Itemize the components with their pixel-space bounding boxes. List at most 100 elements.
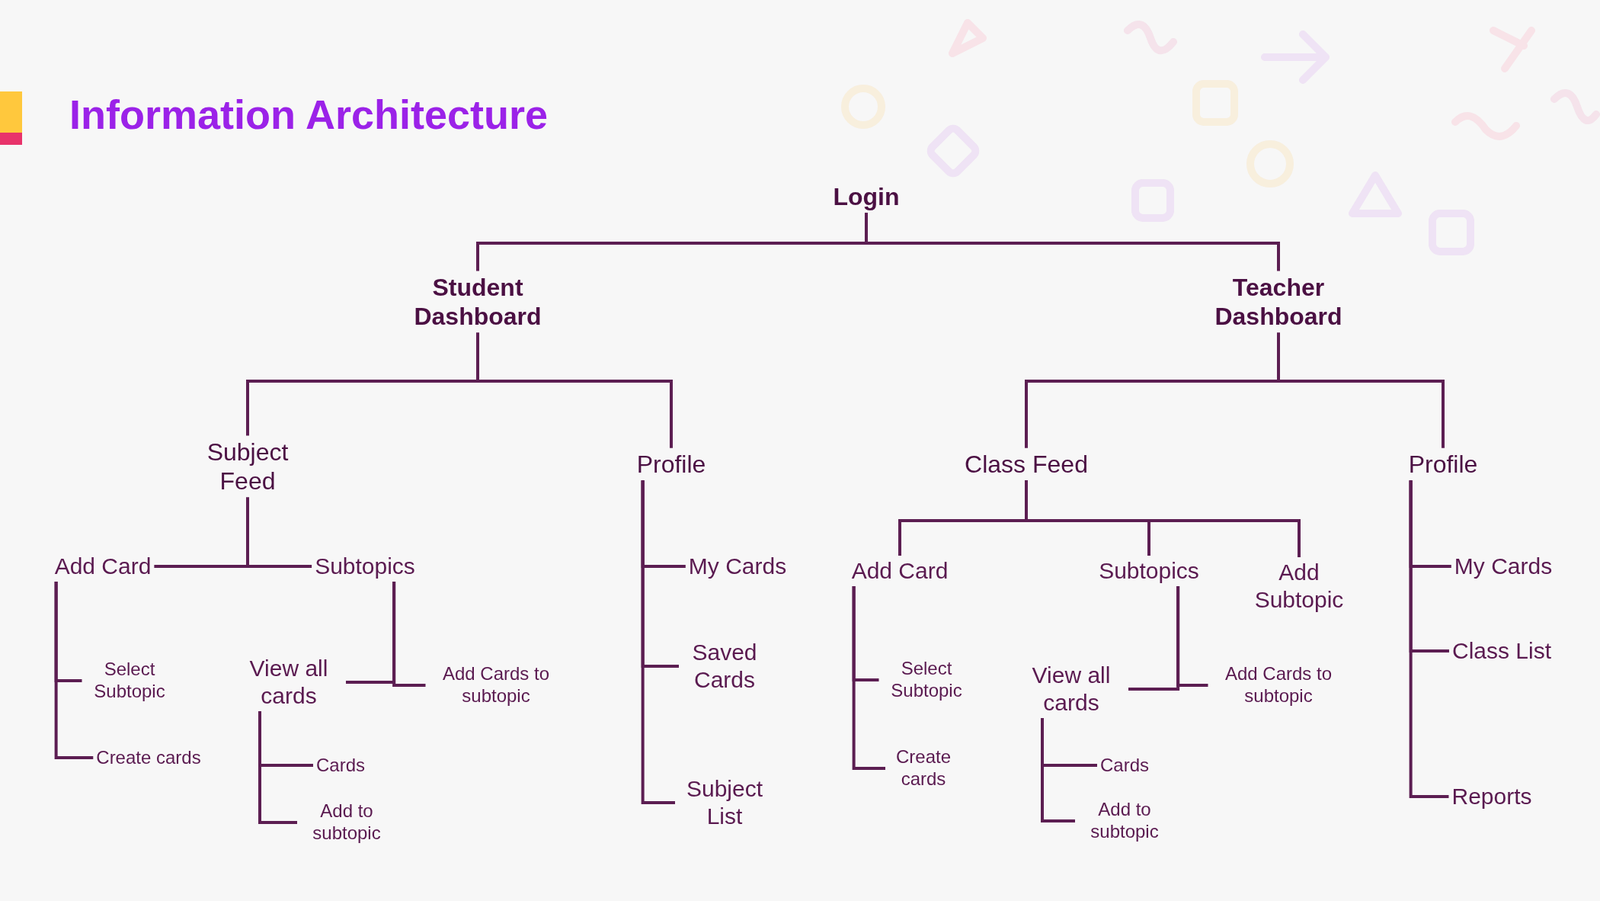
- action-node: Add to subtopic: [297, 798, 397, 846]
- tree-connector: [247, 332, 478, 436]
- node-label: View all cards: [1017, 661, 1126, 717]
- tree-connector: [1177, 585, 1208, 685]
- main-node: Teacher Dashboard: [1202, 271, 1355, 333]
- title-tab: [0, 132, 23, 145]
- tree-connector: [56, 581, 83, 681]
- deco-square: [1196, 83, 1235, 122]
- section-node: Profile: [1405, 448, 1482, 480]
- page-node: My Cards: [685, 550, 790, 582]
- section-node: Class Feed: [961, 448, 1092, 480]
- tree-connector: [1411, 480, 1452, 567]
- page-node: View all cards: [231, 652, 346, 711]
- node-label: Saved Cards: [681, 638, 768, 694]
- tree-connector: [477, 332, 672, 448]
- node-label: Add Cards to subtopic: [1211, 662, 1347, 708]
- node-label: Student Dashboard: [404, 272, 551, 332]
- title-tab: [0, 91, 23, 133]
- main-node: Login: [829, 180, 903, 213]
- node-label: Login: [832, 182, 900, 212]
- node-label: Class Feed: [964, 449, 1088, 479]
- tree-connector: [1026, 480, 1300, 557]
- action-node: Cards: [1097, 752, 1152, 778]
- page-title: Information Architecture: [69, 89, 548, 140]
- tree-connector: [393, 581, 426, 685]
- node-label: Add Card: [851, 556, 949, 585]
- page-node: Subject List: [675, 773, 775, 832]
- node-label: My Cards: [688, 552, 787, 580]
- node-label: Class List: [1452, 636, 1552, 665]
- page-node: Subtopics: [1095, 555, 1203, 586]
- tree-connector: [866, 212, 1279, 271]
- deco-triangle: [952, 22, 983, 54]
- tree-connector: [643, 480, 676, 803]
- page-node: Add Card: [51, 550, 155, 582]
- action-node: Create cards: [885, 744, 962, 792]
- node-label: Create cards: [888, 745, 959, 791]
- tree-connector: [345, 581, 394, 682]
- node-label: Profile: [1408, 449, 1479, 479]
- tree-connector: [1042, 717, 1076, 821]
- tree-connector: [1128, 585, 1178, 689]
- node-label: Select Subtopic: [85, 658, 175, 703]
- tree-connector: [1042, 717, 1098, 765]
- node-label: Reports: [1451, 782, 1532, 810]
- deco-arrow: [1264, 34, 1326, 80]
- page-node: Subtopics: [311, 550, 419, 582]
- page-node: Add Card: [848, 555, 952, 586]
- node-label: Subject List: [678, 774, 772, 830]
- node-label: My Cards: [1454, 552, 1552, 580]
- tree-connector: [854, 585, 880, 680]
- tree-connector: [153, 496, 248, 567]
- tree-connector: [477, 212, 867, 271]
- node-label: Create cards: [96, 746, 201, 769]
- node-label: Add to subtopic: [1078, 798, 1172, 843]
- deco-square: [928, 125, 978, 176]
- page-node: Class List: [1449, 635, 1555, 666]
- action-node: Select Subtopic: [82, 656, 178, 704]
- tree-connector: [1026, 332, 1279, 448]
- deco-square: [1432, 213, 1471, 252]
- deco-circle: [844, 88, 882, 125]
- action-node: Create cards: [92, 745, 204, 771]
- action-node: Cards: [313, 752, 368, 778]
- tree-connector: [1278, 332, 1444, 448]
- node-label: Cards: [1100, 754, 1149, 777]
- tree-connector: [56, 581, 94, 758]
- node-label: Cards: [316, 754, 365, 777]
- page-node: Reports: [1448, 780, 1535, 812]
- page-node: Saved Cards: [678, 636, 771, 695]
- tree-connector: [247, 496, 312, 567]
- tree-connector: [259, 710, 314, 765]
- tree-connector: [899, 480, 1027, 556]
- page-node: View all cards: [1014, 659, 1129, 718]
- deco-square: [1135, 182, 1171, 218]
- deco-squiggle: [1455, 115, 1517, 137]
- deco-squiggle: [1493, 30, 1532, 69]
- node-label: Teacher Dashboard: [1205, 272, 1352, 332]
- node-label: Add to subtopic: [300, 800, 394, 845]
- page-node: Add Subtopic: [1238, 556, 1360, 615]
- action-node: Add Cards to subtopic: [425, 661, 567, 709]
- node-label: View all cards: [234, 654, 343, 710]
- deco-triangle: [1352, 175, 1399, 214]
- action-node: Add to subtopic: [1075, 796, 1175, 845]
- section-node: Subject Feed: [190, 435, 305, 498]
- node-label: Select Subtopic: [882, 657, 972, 702]
- page-node: My Cards: [1451, 550, 1556, 582]
- action-node: Select Subtopic: [879, 656, 975, 704]
- node-label: Add Cards to subtopic: [428, 662, 564, 708]
- deco-circle: [1250, 144, 1290, 184]
- tree-connector: [259, 710, 298, 823]
- node-label: Profile: [636, 449, 707, 479]
- tree-connector: [1411, 480, 1450, 797]
- node-label: Subject Feed: [193, 437, 302, 496]
- tree-connector: [854, 585, 886, 768]
- action-node: Add Cards to subtopic: [1208, 661, 1350, 709]
- deco-squiggle: [1554, 92, 1597, 121]
- main-node: Student Dashboard: [401, 271, 554, 333]
- tree-connector: [643, 480, 679, 666]
- section-node: Profile: [633, 448, 710, 480]
- node-label: Add Subtopic: [1241, 558, 1357, 614]
- node-label: Subtopics: [1098, 556, 1200, 585]
